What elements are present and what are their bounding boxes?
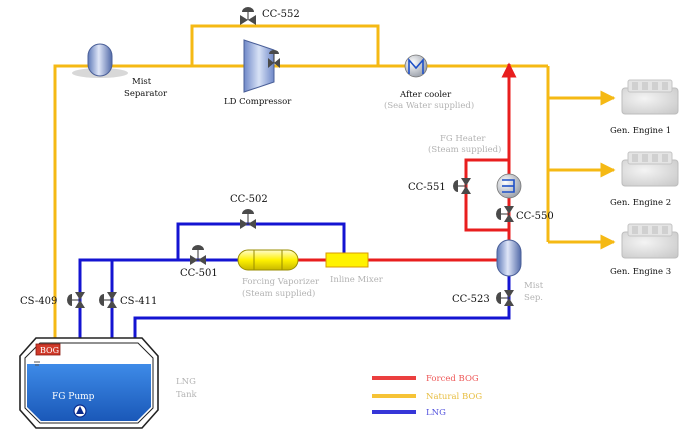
gen-engine-1-label: Gen. Engine 1: [610, 126, 671, 136]
after-cooler-sublabel: (Sea Water supplied): [384, 100, 474, 111]
mist-separator-2-label-2: Sep.: [524, 293, 543, 303]
bog-tag-label: BOG: [40, 346, 59, 355]
valve-cc552[interactable]: [240, 7, 256, 25]
mist-separator: [72, 43, 128, 78]
valve-cs411[interactable]: [99, 292, 117, 308]
valve-cc502[interactable]: [240, 209, 256, 229]
valve-cc550[interactable]: [496, 206, 514, 222]
gen-engine-2-label: Gen. Engine 2: [610, 198, 671, 208]
legend-label-lng: LNG: [426, 408, 446, 418]
valve-cs409[interactable]: [67, 292, 85, 308]
valve-cc552-label: CC-552: [262, 9, 300, 20]
ld-compressor: [243, 39, 275, 93]
bog-line-bypass-cc552: [190, 24, 380, 66]
inline-mixer-label: Inline Mixer: [330, 275, 384, 285]
ld-compressor-label: LD Compressor: [224, 97, 292, 107]
valve-cc550-label: CC-550: [516, 211, 554, 222]
legend-label-forced-bog: Forced BOG: [426, 374, 479, 384]
fg-pump-icon: [73, 404, 87, 418]
valve-cc501[interactable]: [190, 245, 206, 265]
forcing-vaporizer-sublabel: (Steam supplied): [242, 288, 315, 299]
forcing-vaporizer-label: Forcing Vaporizer: [242, 277, 320, 287]
valve-cs409-label: CS-409: [20, 296, 57, 307]
bog-line-tank-to-header: [53, 64, 192, 345]
after-cooler-label: After cooler: [399, 90, 452, 100]
valve-cc551-label: CC-551: [408, 182, 446, 193]
lng-tank-label-2: Tank: [176, 390, 198, 400]
valve-compressor-inlet[interactable]: [268, 50, 280, 68]
fg-heater-sublabel: (Steam supplied): [428, 144, 501, 155]
valve-cc523[interactable]: [496, 290, 514, 306]
legend: Forced BOG Natural BOG LNG: [372, 374, 482, 418]
fg-heater-label: FG Heater: [440, 134, 486, 144]
gen-engine-3-icon: [621, 223, 679, 259]
lng-line-bypass-cc502: [176, 222, 346, 260]
valve-cc551[interactable]: [453, 178, 471, 194]
valve-cc502-label: CC-502: [230, 194, 268, 205]
mist-separator-2: [496, 239, 522, 277]
gen-engine-1-icon: [621, 79, 679, 115]
forcing-vaporizer: [237, 249, 299, 271]
fg-heater: [496, 173, 522, 199]
forced-line-bypass-cc551: [464, 158, 509, 232]
valve-cs411-label: CS-411: [120, 296, 157, 307]
gen-engine-3-label: Gen. Engine 3: [610, 267, 671, 277]
mist-separator-label-2: Separator: [124, 89, 168, 99]
inline-mixer: [325, 252, 369, 268]
after-cooler: [404, 54, 428, 78]
valve-cc501-label: CC-501: [180, 268, 218, 279]
lng-tank-label-1: LNG: [176, 377, 196, 387]
fg-pump-label: FG Pump: [52, 392, 95, 402]
bog-tag: [35, 343, 61, 356]
mist-separator-label-1: Mist: [132, 77, 152, 87]
legend-label-natural-bog: Natural BOG: [426, 392, 482, 402]
valve-cc523-label: CC-523: [452, 294, 490, 305]
gen-engine-2-icon: [621, 151, 679, 187]
lng-tank: [19, 337, 159, 429]
mist-separator-2-label-1: Mist: [524, 281, 544, 291]
